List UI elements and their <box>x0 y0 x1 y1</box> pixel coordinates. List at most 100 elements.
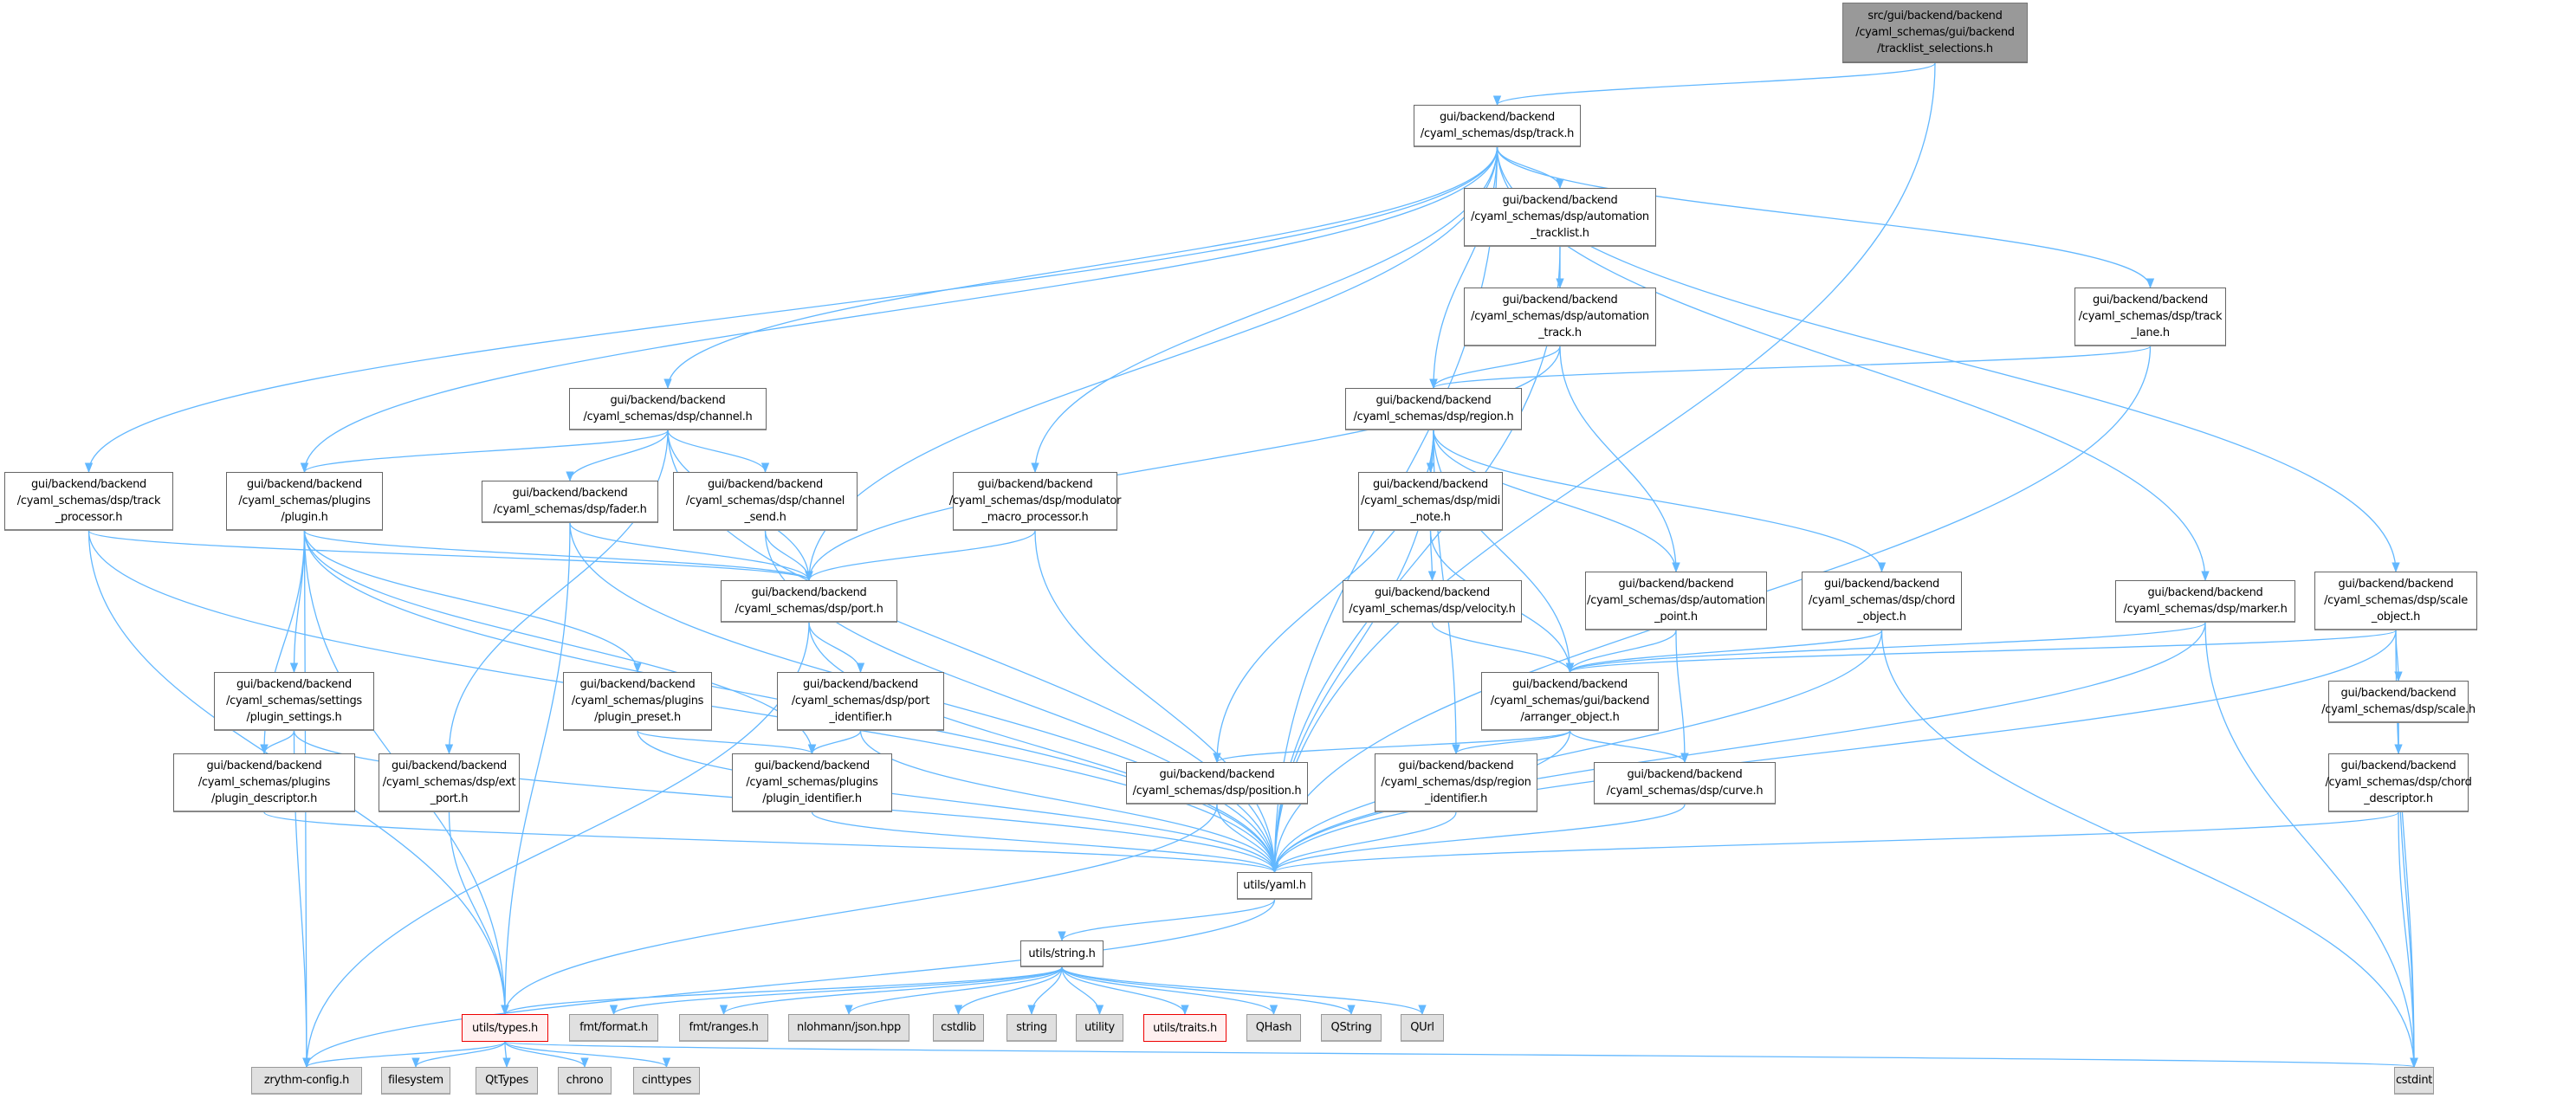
node-channel[interactable]: gui/backend/backend /cyaml_schemas/dsp/c… <box>569 388 767 430</box>
node-lane[interactable]: gui/backend/backend /cyaml_schemas/dsp/t… <box>2074 288 2226 346</box>
edge-plugin-to-ppreset <box>303 530 642 674</box>
node-tproc[interactable]: gui/backend/backend /cyaml_schemas/dsp/t… <box>4 472 173 531</box>
node-atr[interactable]: gui/backend/backend /cyaml_schemas/dsp/a… <box>1464 288 1656 346</box>
edge-chord-to-yaml <box>1270 630 1883 874</box>
edge-root-to-yaml <box>1270 62 1936 874</box>
edge-string-to-qhash <box>1061 966 1278 1016</box>
edge-string-to-types <box>501 966 1063 1016</box>
node-fmtranges: fmt/ranges.h <box>679 1014 768 1042</box>
edge-portid-to-pident <box>807 730 862 755</box>
node-track[interactable]: gui/backend/backend /cyaml_schemas/dsp/t… <box>1414 105 1581 147</box>
node-curve[interactable]: gui/backend/backend /cyaml_schemas/dsp/c… <box>1594 762 1776 805</box>
edge-channel-to-fader <box>566 430 669 482</box>
edge-track-to-region <box>1429 146 1498 390</box>
edge-region-to-chord <box>1433 430 1887 573</box>
edge-lane-to-region <box>1429 346 2152 390</box>
edge-plugin-to-psettings <box>289 530 306 674</box>
edge-types-to-chrono <box>504 1041 589 1069</box>
edge-region-to-apoint <box>1433 430 1680 573</box>
edge-string-to-utility <box>1061 966 1104 1016</box>
edge-psettings-to-pdesc <box>260 730 295 755</box>
edge-track-to-channel <box>663 146 1498 390</box>
edge-chord-to-arranger <box>1565 630 1883 674</box>
edge-marker-to-arranger <box>1566 622 2206 674</box>
edge-yaml-to-string <box>1058 899 1276 942</box>
edge-plugin-to-pident <box>303 530 817 755</box>
node-ppreset[interactable]: gui/backend/backend /cyaml_schemas/plugi… <box>563 672 712 731</box>
node-csend[interactable]: gui/backend/backend /cyaml_schemas/dsp/c… <box>673 472 858 531</box>
edge-string-to-stringstd <box>1027 966 1063 1016</box>
node-pdesc[interactable]: gui/backend/backend /cyaml_schemas/plugi… <box>173 753 355 812</box>
edge-port-to-yaml <box>808 622 1279 874</box>
node-fmtformat: fmt/format.h <box>569 1014 658 1042</box>
node-string[interactable]: utils/string.h <box>1020 940 1104 967</box>
node-cinttypes: cinttypes <box>633 1067 700 1095</box>
edge-atr-to-port <box>805 346 1561 582</box>
edge-velocity-to-arranger <box>1431 622 1575 674</box>
edge-chorddesc-to-cstdint <box>2398 811 2418 1069</box>
edge-apoint-to-arranger <box>1565 630 1677 674</box>
edge-track-to-lane <box>1496 146 2155 289</box>
node-utility: utility <box>1076 1014 1123 1042</box>
edge-types-to-cstdint <box>504 1041 2417 1069</box>
node-cstdint: cstdint <box>2394 1067 2434 1095</box>
node-types[interactable]: utils/types.h <box>462 1014 548 1042</box>
node-extport[interactable]: gui/backend/backend /cyaml_schemas/dsp/e… <box>379 753 520 812</box>
edge-curve-to-yaml <box>1270 804 1686 874</box>
node-regionid[interactable]: gui/backend/backend /cyaml_schemas/dsp/r… <box>1375 753 1537 812</box>
edge-yaml-to-zcfg <box>302 899 1276 1069</box>
edge-types-to-filesystem <box>411 1041 506 1069</box>
edge-track-to-tproc <box>84 146 1498 474</box>
node-apoint[interactable]: gui/backend/backend /cyaml_schemas/dsp/a… <box>1585 572 1767 630</box>
node-marker[interactable]: gui/backend/backend /cyaml_schemas/dsp/m… <box>2115 580 2295 623</box>
node-zcfg: zrythm-config.h <box>251 1067 362 1095</box>
node-portid[interactable]: gui/backend/backend /cyaml_schemas/dsp/p… <box>777 672 944 731</box>
edge-region-to-arranger <box>1433 430 1575 674</box>
node-scale[interactable]: gui/backend/backend /cyaml_schemas/dsp/s… <box>2321 681 2476 723</box>
node-yaml[interactable]: utils/yaml.h <box>1237 872 1312 900</box>
edge-types-to-qttypes <box>502 1041 511 1069</box>
node-psettings[interactable]: gui/backend/backend /cyaml_schemas/setti… <box>214 672 374 731</box>
node-plugin[interactable]: gui/backend/backend /cyaml_schemas/plugi… <box>226 472 383 531</box>
node-fader[interactable]: gui/backend/backend /cyaml_schemas/dsp/f… <box>482 481 658 523</box>
edge-track-to-plugin <box>300 146 1498 474</box>
node-scaleobj[interactable]: gui/backend/backend /cyaml_schemas/dsp/s… <box>2314 572 2477 630</box>
edge-types-to-zcfg <box>302 1041 506 1069</box>
node-region[interactable]: gui/backend/backend /cyaml_schemas/dsp/r… <box>1345 388 1522 430</box>
node-velocity[interactable]: gui/backend/backend /cyaml_schemas/dsp/v… <box>1343 580 1522 623</box>
edge-string-to-qurl <box>1061 966 1427 1016</box>
node-root[interactable]: src/gui/backend/backend /cyaml_schemas/g… <box>1842 3 2028 63</box>
edge-string-to-cstdlib <box>954 966 1063 1016</box>
edge-track-to-atl <box>1496 146 1564 190</box>
node-json: nlohmann/json.hpp <box>788 1014 909 1042</box>
edge-channel-to-plugin <box>301 430 669 474</box>
node-qttypes: QtTypes <box>476 1067 538 1095</box>
edge-ppreset-to-pident <box>637 730 816 755</box>
node-qurl: QUrl <box>1401 1014 1444 1042</box>
node-traits[interactable]: utils/traits.h <box>1143 1014 1227 1042</box>
node-modmacro[interactable]: gui/backend/backend /cyaml_schemas/dsp/m… <box>949 472 1121 531</box>
edge-string-to-fmtranges <box>719 966 1063 1016</box>
node-pident[interactable]: gui/backend/backend /cyaml_schemas/plugi… <box>732 753 892 812</box>
node-atl[interactable]: gui/backend/backend /cyaml_schemas/dsp/a… <box>1464 188 1656 247</box>
edge-regionid-to-yaml <box>1270 811 1457 874</box>
node-chord[interactable]: gui/backend/backend /cyaml_schemas/dsp/c… <box>1802 572 1962 630</box>
edge-arranger-to-position <box>1213 730 1571 764</box>
edge-apoint-to-curve <box>1675 630 1689 764</box>
edge-root-to-track <box>1493 62 1936 107</box>
edge-tproc-to-port <box>87 530 813 582</box>
node-stringstd: string <box>1006 1014 1057 1042</box>
node-qhash: QHash <box>1246 1014 1301 1042</box>
node-chorddesc[interactable]: gui/backend/backend /cyaml_schemas/dsp/c… <box>2325 753 2472 812</box>
edge-scaleobj-to-yaml <box>1270 630 2397 874</box>
node-position[interactable]: gui/backend/backend /cyaml_schemas/dsp/p… <box>1126 762 1308 805</box>
node-midinote[interactable]: gui/backend/backend /cyaml_schemas/dsp/m… <box>1358 472 1503 531</box>
edge-atr-to-region <box>1429 346 1561 390</box>
edge-atr-to-apoint <box>1559 346 1680 573</box>
node-arranger[interactable]: gui/backend/backend /cyaml_schemas/gui/b… <box>1481 672 1659 731</box>
edge-fader-to-types <box>501 522 571 1016</box>
node-port[interactable]: gui/backend/backend /cyaml_schemas/dsp/p… <box>721 580 897 623</box>
edge-channel-to-csend <box>667 430 770 474</box>
